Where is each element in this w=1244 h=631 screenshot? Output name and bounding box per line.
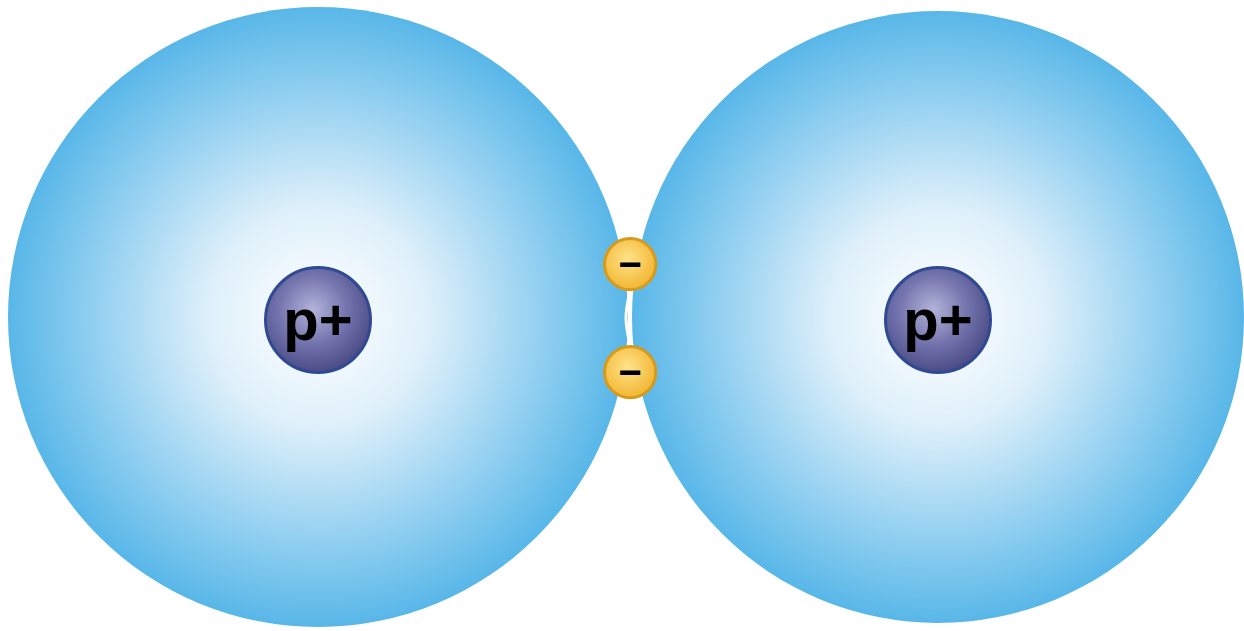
electron-outline xyxy=(604,238,655,289)
node-content: p+ xyxy=(884,266,992,374)
charge-label: − xyxy=(618,244,641,284)
electron-cloud xyxy=(8,7,628,627)
charge-label: p+ xyxy=(283,291,352,349)
node-content: − xyxy=(603,345,657,399)
node-content: p+ xyxy=(264,266,372,374)
electron-outline xyxy=(604,346,655,397)
charge-label: − xyxy=(618,352,641,392)
proton-outline xyxy=(886,268,991,373)
electron-cloud xyxy=(632,11,1244,623)
charge-label: p+ xyxy=(903,291,972,349)
proton-outline xyxy=(266,268,371,373)
electron-circle: − xyxy=(603,345,657,399)
proton-circle: p+ xyxy=(884,266,992,374)
bond-line xyxy=(626,291,630,345)
node-content: − xyxy=(603,237,657,291)
proton-circle: p+ xyxy=(264,266,372,374)
electron-circle: − xyxy=(603,237,657,291)
